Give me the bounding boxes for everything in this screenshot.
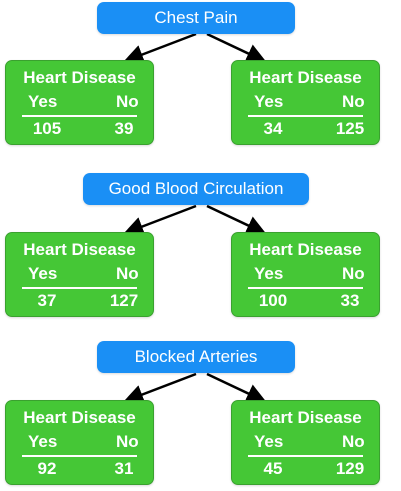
root-label: Chest Pain <box>154 8 238 27</box>
arrow-right <box>206 372 267 403</box>
yes-count: 45 <box>263 459 283 478</box>
yes-label: Yes <box>28 264 58 283</box>
leaf-title: Heart Disease <box>249 408 362 427</box>
no-count: 127 <box>109 291 139 310</box>
no-label: No <box>342 432 365 451</box>
divider <box>248 287 363 289</box>
root-node-chest-pain: Chest Pain <box>97 2 295 34</box>
arrow-right <box>206 204 267 235</box>
leaf-title: Heart Disease <box>23 68 136 87</box>
leaf-node: Heart Disease Yes No 34 125 <box>231 60 380 145</box>
arrow-right <box>206 32 267 63</box>
no-count: 33 <box>340 291 360 310</box>
no-count: 129 <box>335 459 365 478</box>
yes-count: 92 <box>37 459 57 478</box>
leaf-title: Heart Disease <box>249 240 362 259</box>
no-label: No <box>116 92 139 111</box>
leaf-node: Heart Disease Yes No 100 33 <box>231 232 380 317</box>
divider <box>248 455 363 457</box>
leaf-node: Heart Disease Yes No 37 127 <box>5 232 154 317</box>
yes-label: Yes <box>254 92 284 111</box>
leaf-title: Heart Disease <box>23 240 136 259</box>
no-count: 31 <box>114 459 134 478</box>
no-count: 39 <box>114 119 134 138</box>
leaf-node: Heart Disease Yes No 45 129 <box>231 400 380 485</box>
divider <box>22 455 137 457</box>
leaf-node: Heart Disease Yes No 92 31 <box>5 400 154 485</box>
divider <box>248 115 363 117</box>
yes-label: Yes <box>254 432 284 451</box>
yes-label: Yes <box>28 432 58 451</box>
divider <box>22 115 137 117</box>
yes-count: 34 <box>263 119 283 138</box>
arrow-left <box>123 372 197 404</box>
root-label: Good Blood Circulation <box>108 179 284 198</box>
arrow-left <box>123 32 197 64</box>
no-label: No <box>342 92 365 111</box>
yes-label: Yes <box>28 92 58 111</box>
no-count: 125 <box>335 119 365 138</box>
no-label: No <box>116 432 139 451</box>
root-node-blocked-arteries: Blocked Arteries <box>97 341 295 373</box>
yes-count: 100 <box>258 291 288 310</box>
yes-count: 37 <box>37 291 57 310</box>
yes-label: Yes <box>254 264 284 283</box>
no-label: No <box>116 264 139 283</box>
leaf-title: Heart Disease <box>249 68 362 87</box>
root-label: Blocked Arteries <box>134 347 258 366</box>
root-node-good-blood-circulation: Good Blood Circulation <box>83 173 309 205</box>
divider <box>22 287 137 289</box>
leaf-title: Heart Disease <box>23 408 136 427</box>
no-label: No <box>342 264 365 283</box>
arrow-left <box>123 204 197 236</box>
leaf-node: Heart Disease Yes No 105 39 <box>5 60 154 145</box>
yes-count: 105 <box>32 119 62 138</box>
